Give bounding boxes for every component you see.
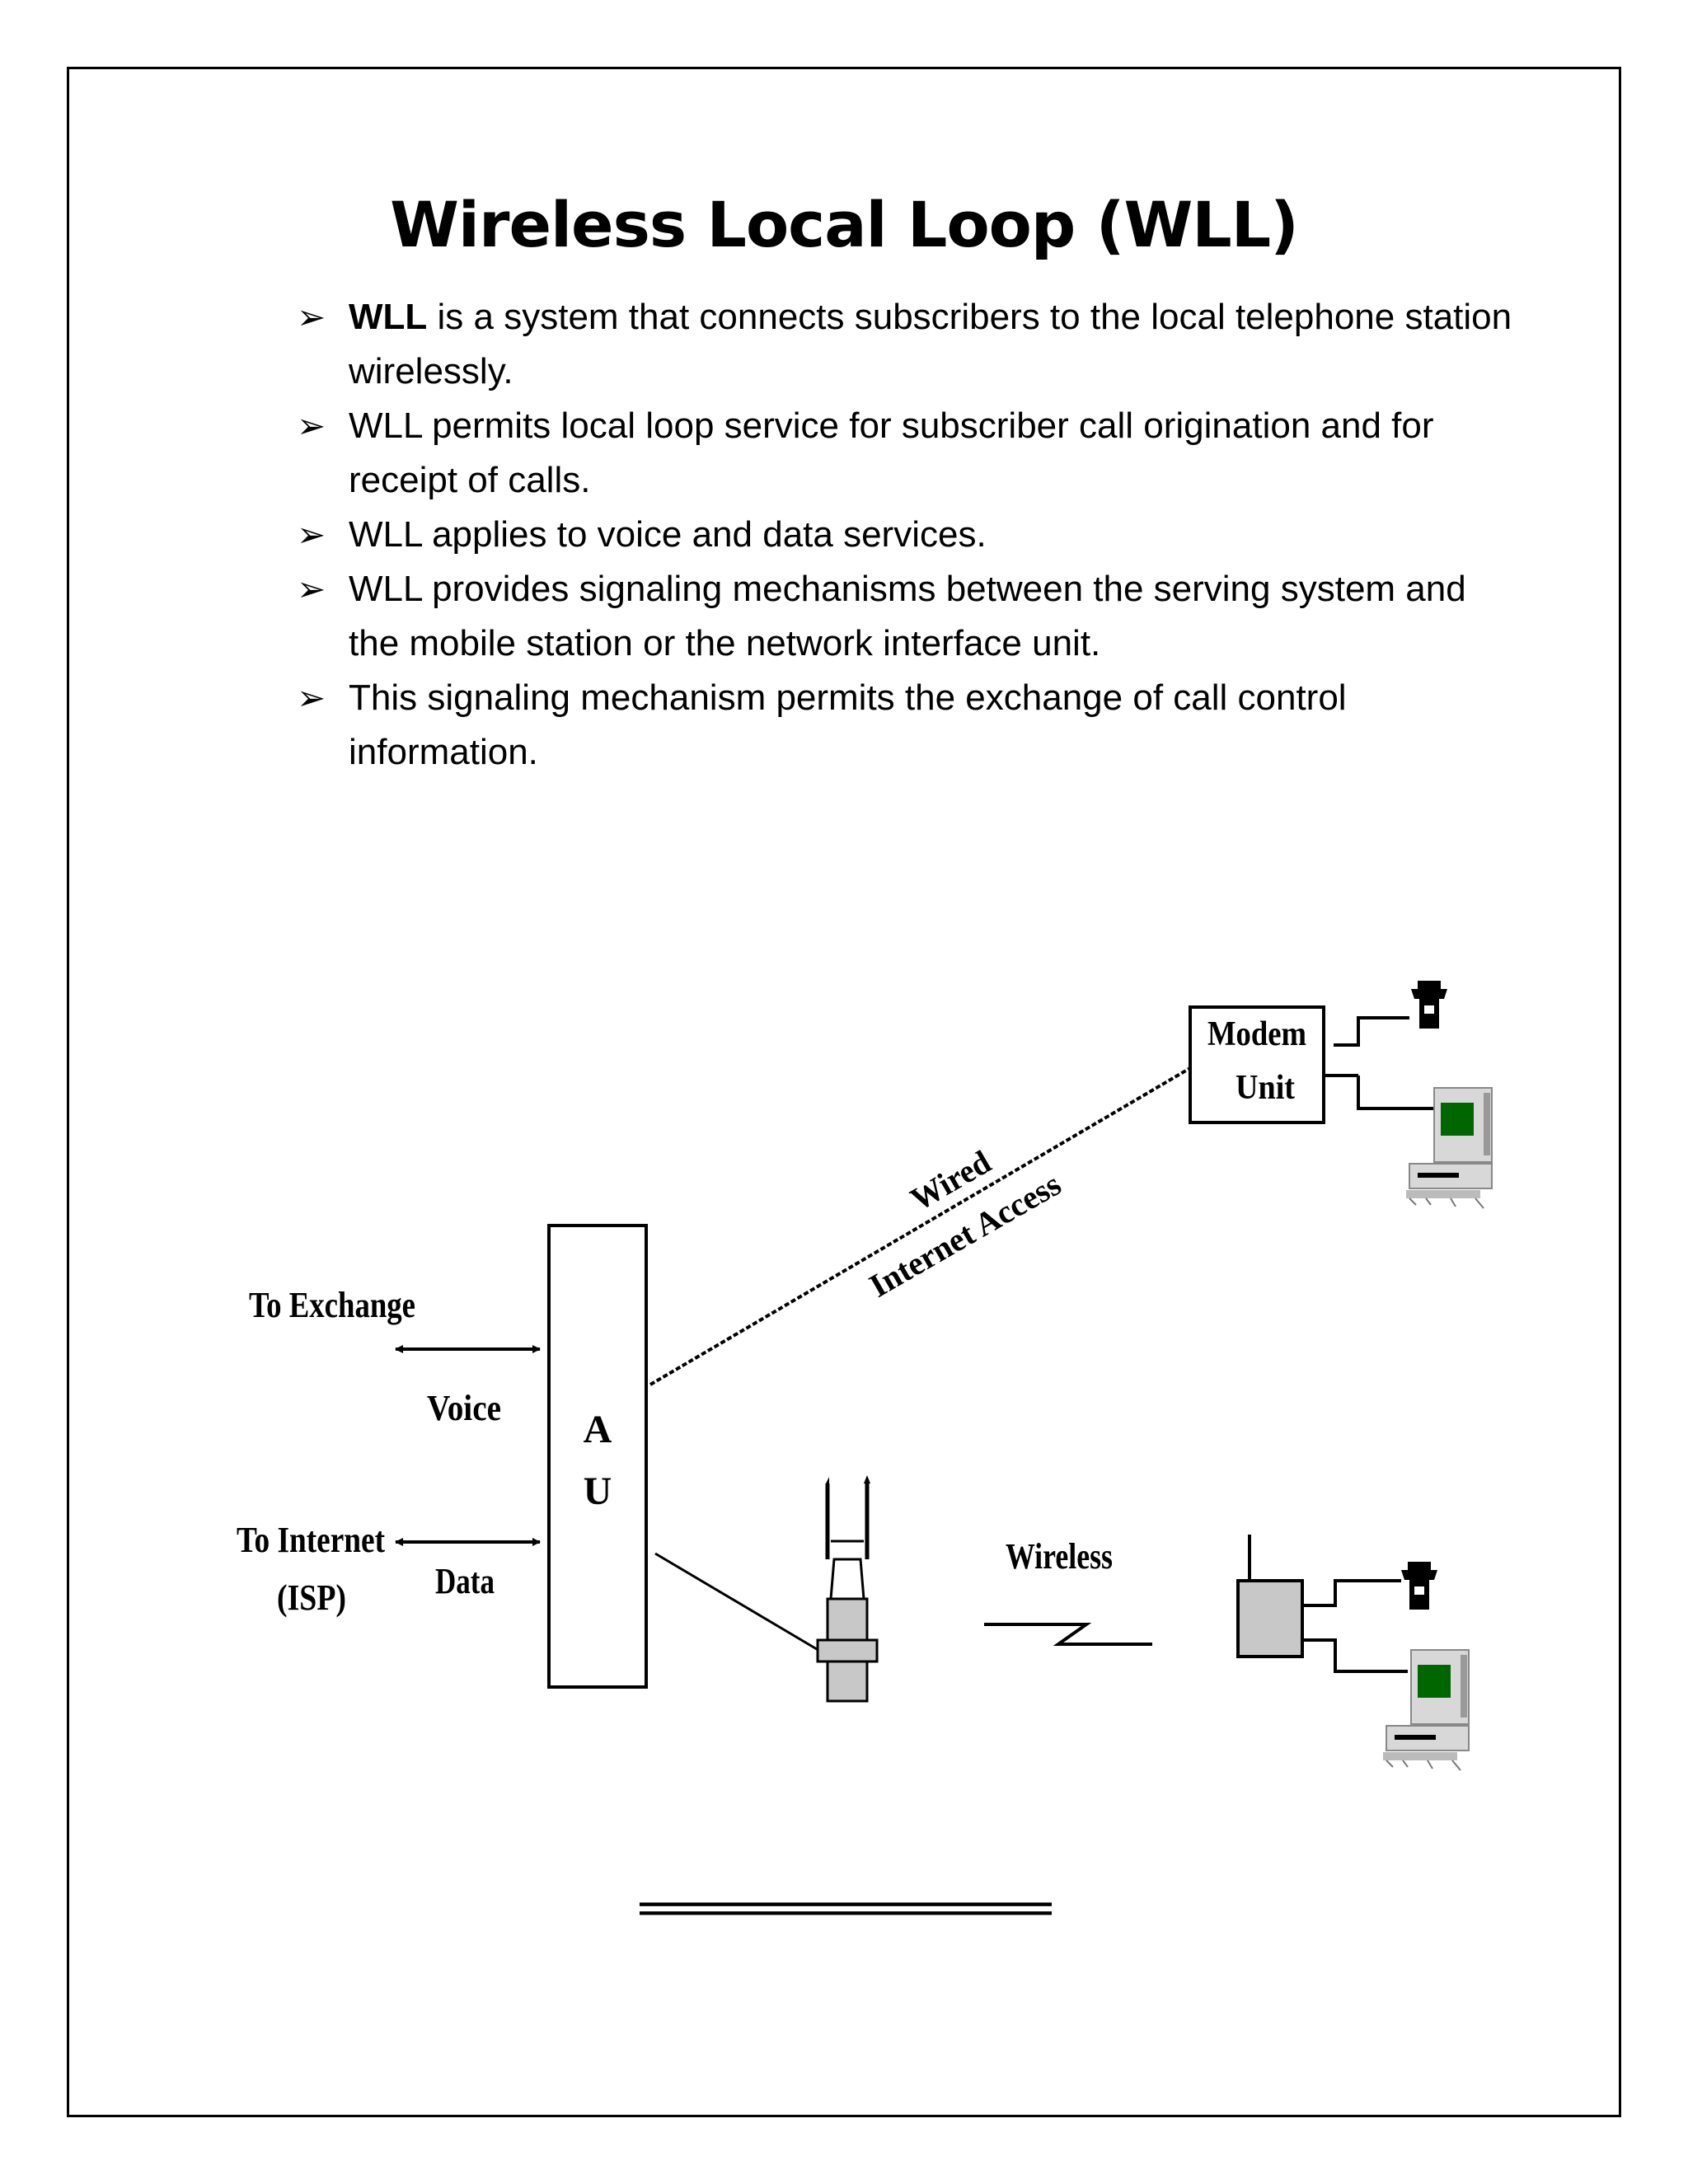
bullet-list: ➢ WLL is a system that connects subscribe… [297,290,1517,780]
page-title: Wireless Local Loop (WLL) [390,188,1299,261]
bullet-item: ➢ WLL provides signaling mechanisms betwe… [297,562,1517,671]
bullet-item: ➢ WLL is a system that connects subscribe… [297,290,1517,399]
separator-line: ========================= [637,1893,1053,1930]
bullet-text: WLL provides signaling mechanisms betwee… [349,569,1466,663]
bullet-text: is a system that connects subscribers to… [349,297,1512,391]
bullet-arrow-icon: ➢ [297,406,326,445]
bullet-arrow-icon: ➢ [297,298,326,336]
bullet-item: ➢ This signaling mechanism permits the ex… [297,671,1517,780]
bullet-arrow-icon: ➢ [297,678,326,717]
bullet-strong-text: WLL [349,297,428,337]
bullet-text: WLL applies to voice and data services. [349,514,987,555]
bullet-text: WLL permits local loop service for subsc… [349,405,1434,500]
bullet-item: ➢ WLL applies to voice and data services. [297,508,1517,562]
page-border [67,67,1621,2117]
bullet-text: This signaling mechanism permits the exc… [349,677,1347,772]
bullet-arrow-icon: ➢ [297,515,326,554]
bullet-item: ➢ WLL permits local loop service for subs… [297,399,1517,508]
bullet-arrow-icon: ➢ [297,569,326,608]
